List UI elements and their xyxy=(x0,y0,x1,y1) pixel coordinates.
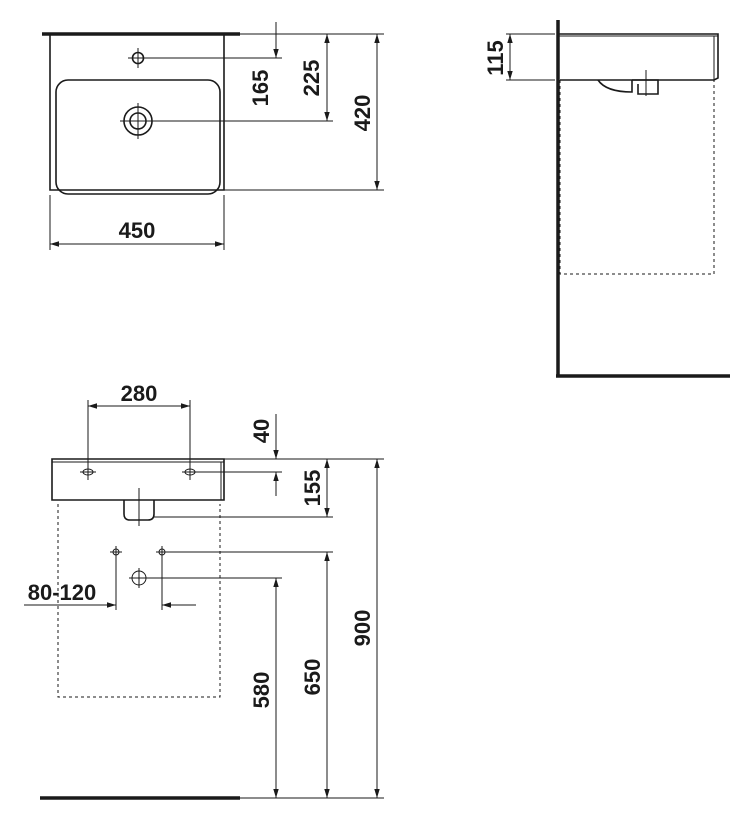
waste-profile xyxy=(597,79,633,93)
dim-basin-height: 155 xyxy=(300,470,325,507)
dim-rim-height: 900 xyxy=(350,610,375,647)
supply-point-right-icon xyxy=(156,546,168,558)
cabinet-outline xyxy=(559,80,715,275)
dim-supply-height: 650 xyxy=(300,659,325,696)
dim-total-depth: 420 xyxy=(350,95,375,132)
dim-height: 115 xyxy=(483,40,508,76)
dim-waste-depth: 225 xyxy=(299,60,324,97)
cabinet-outline xyxy=(57,504,221,698)
dim-supply-spacing: 80-120 xyxy=(28,580,97,605)
basin-front-outline xyxy=(51,458,225,501)
dim-width: 450 xyxy=(119,218,156,243)
dim-waste-height: 580 xyxy=(249,672,274,709)
dim-tap-depth: 165 xyxy=(248,70,273,107)
dim-fixing-offset: 40 xyxy=(249,419,274,443)
supply-point-left-icon xyxy=(110,546,122,558)
side-view: 115 xyxy=(483,20,730,378)
bowl-outline xyxy=(55,79,221,195)
dim-fixing-spacing: 280 xyxy=(121,381,158,406)
front-view: 280 40 155 900 650 580 80-120 xyxy=(24,381,384,800)
basin-outline xyxy=(49,34,225,191)
top-view: 165 225 420 450 xyxy=(42,22,384,250)
basin-profile xyxy=(558,33,719,81)
waste-point-icon xyxy=(129,568,149,588)
